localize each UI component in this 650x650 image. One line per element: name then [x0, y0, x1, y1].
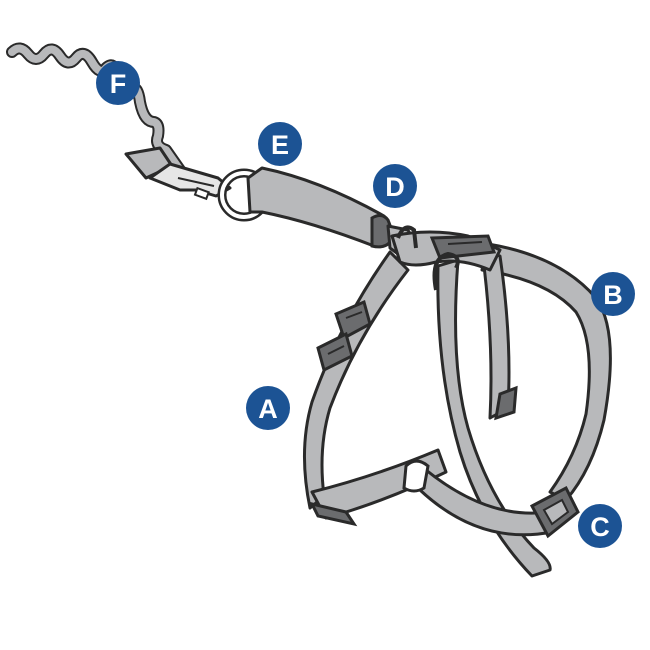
d-ring-back — [432, 251, 460, 291]
label-d-text: D — [385, 172, 405, 202]
label-badge-e: E — [258, 122, 302, 166]
label-badge-f: F — [96, 61, 140, 105]
strap-tip-left — [309, 501, 358, 527]
label-badge-b: B — [591, 272, 635, 316]
slide-adjuster — [529, 485, 580, 539]
label-c-text: C — [590, 512, 610, 542]
label-badge-c: C — [578, 504, 622, 548]
strap-keeper-center — [402, 459, 430, 493]
label-f-text: F — [110, 69, 127, 99]
d-ring-front — [396, 225, 418, 249]
strap-keeper-right — [494, 385, 518, 421]
label-b-text: B — [603, 280, 623, 310]
leash-strap — [246, 166, 386, 248]
side-release-buckle — [316, 299, 372, 373]
label-badge-d: D — [373, 164, 417, 208]
label-badge-a: A — [246, 386, 290, 430]
label-a-text: A — [258, 394, 278, 424]
label-e-text: E — [271, 130, 289, 160]
